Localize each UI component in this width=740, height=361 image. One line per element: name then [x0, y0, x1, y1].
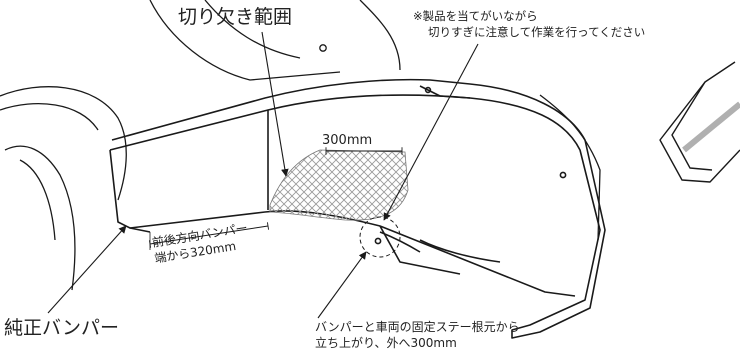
- car-body-lines: [0, 0, 601, 291]
- stay-instruction-label: バンパーと車両の固定ステー根元から 立ち上がり、外へ300mm: [315, 320, 520, 351]
- stock-bumper-label: 純正バンパー: [4, 317, 119, 339]
- offset-320-dimension: [148, 222, 270, 248]
- stay-label-line1: バンパーと車両の固定ステー根元から: [315, 320, 520, 334]
- dashed-circle-icon: [359, 216, 401, 258]
- caution-note-line2: 切りすぎに注意して作業を行ってください: [428, 24, 646, 39]
- product-piece-icon: [659, 61, 740, 183]
- caution-note-line1: ※製品を当てがいながら: [413, 9, 538, 23]
- cut-range-label: 切り欠き範囲: [178, 6, 293, 28]
- stay-label-line2: 立ち上がり、外へ300mm: [315, 335, 457, 350]
- arrow-icon: [47, 31, 479, 319]
- cut-out-area: [269, 149, 409, 221]
- caution-note: ※製品を当てがいながら 切りすぎに注意して作業を行ってください: [413, 9, 645, 40]
- width-300-label: 300mm: [322, 133, 373, 148]
